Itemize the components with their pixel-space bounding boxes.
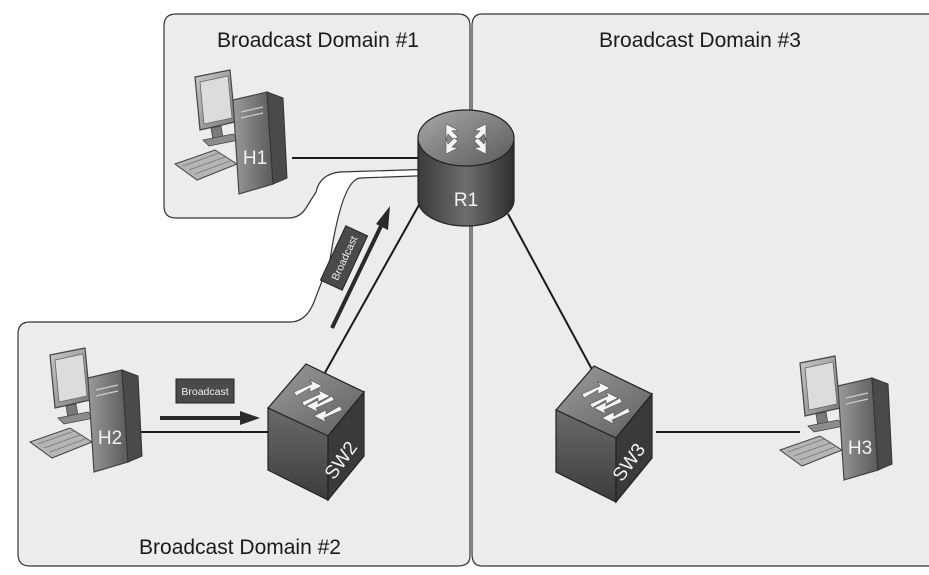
host-h1-label: H1 <box>243 148 267 169</box>
broadcast-label-horizontal: Broadcast <box>181 386 228 398</box>
router-r1-label: R1 <box>454 190 478 211</box>
switch-icon <box>555 365 653 504</box>
domain-1-label: Broadcast Domain #1 <box>217 29 419 52</box>
domain-3-label: Broadcast Domain #3 <box>599 29 801 52</box>
domain-2-label: Broadcast Domain #2 <box>139 536 341 559</box>
host-h2-label: H2 <box>98 428 122 449</box>
host-h3-label: H3 <box>848 438 872 459</box>
switch-icon <box>267 363 365 502</box>
router-r1: R1 <box>417 109 515 227</box>
broadcast-arrow-horizontal: Broadcast <box>160 378 260 425</box>
domain-area-3 <box>471 13 929 567</box>
switch-sw3: SW3 <box>555 365 653 504</box>
switch-sw2: SW2 <box>267 363 365 502</box>
link-r1-sw3 <box>507 213 603 389</box>
host-h3: H3 <box>779 355 893 481</box>
host-h1: H1 <box>174 69 288 195</box>
host-h2: H2 <box>29 347 143 473</box>
router-icon <box>417 109 515 227</box>
link-r1-sw2 <box>321 195 425 379</box>
